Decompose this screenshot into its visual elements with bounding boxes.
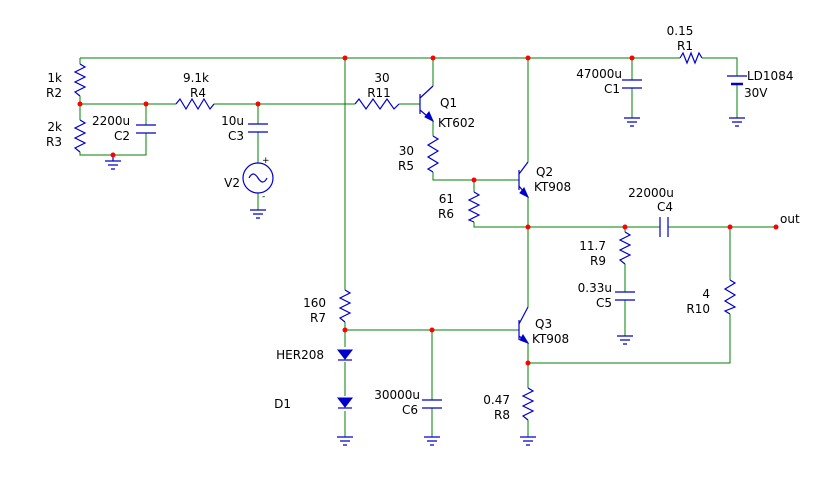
resistor-r5	[426, 135, 440, 173]
c5-ref: C5	[596, 296, 612, 310]
resistor-r9	[618, 231, 632, 265]
r7-value: 160	[303, 296, 326, 310]
resistor-r2	[73, 63, 87, 97]
c5-value: 0.33u	[578, 281, 612, 295]
q2-ref: Q2	[536, 165, 553, 179]
r7-ref: R7	[310, 311, 326, 325]
capacitor-c3	[248, 123, 268, 133]
ground-icon	[337, 436, 353, 446]
r6-value: 61	[439, 192, 454, 206]
wire-q3-base	[345, 329, 519, 437]
d1-ref: D1	[274, 397, 291, 411]
c2-value: 2200u	[92, 114, 130, 128]
wire-q1-emitter	[432, 121, 519, 181]
r9-value: 11.7	[579, 239, 606, 253]
c3-value: 10u	[221, 114, 244, 128]
resistor-r8	[521, 387, 535, 421]
c1-value: 47000u	[576, 67, 622, 81]
r5-ref: R5	[398, 159, 414, 173]
resistor-r6	[467, 191, 481, 223]
transistor-q3	[518, 306, 530, 344]
wires	[79, 57, 776, 437]
resistor-r3	[73, 119, 87, 153]
c4-ref: C4	[657, 200, 673, 214]
wire-top-rail	[80, 57, 738, 76]
resistor-r10	[723, 279, 737, 315]
capacitors	[136, 79, 669, 409]
q2-model: KT908	[534, 180, 571, 194]
resistor-r11	[354, 97, 400, 111]
diode-d1	[336, 349, 354, 409]
r1-ref: R1	[677, 39, 693, 53]
r5-value: 30	[399, 144, 414, 158]
resistor-r4	[175, 97, 215, 111]
r11-ref: R11	[367, 86, 391, 100]
ground-icon	[520, 436, 536, 446]
ground-icon	[624, 117, 640, 127]
c1-ref: C1	[604, 82, 620, 96]
r4-ref: R4	[190, 86, 206, 100]
r4-value: 9.1k	[183, 71, 209, 85]
v2-minus: -	[262, 192, 265, 202]
transistor-q1	[419, 85, 435, 123]
capacitor-c5	[615, 291, 635, 301]
dc-source	[727, 75, 747, 86]
c6-ref: C6	[402, 403, 418, 417]
ground-icon	[250, 209, 266, 219]
ground-icon	[105, 155, 121, 170]
q3-model: KT908	[532, 332, 569, 346]
resistors	[73, 51, 737, 421]
q1-ref: Q1	[440, 96, 457, 110]
c4-value: 22000u	[628, 186, 674, 200]
q1-model: KT602	[438, 116, 475, 130]
labels: 0.15 R1 1k R2 2k R3 2200u C2 9.1k R4 10u…	[46, 24, 800, 422]
capacitor-c4	[659, 217, 669, 237]
transistor-q2	[518, 161, 530, 199]
capacitor-c2	[136, 124, 156, 134]
r3-value: 2k	[47, 120, 62, 134]
r2-value: 1k	[47, 71, 62, 85]
q3-ref: Q3	[535, 317, 552, 331]
v2-ref: V2	[224, 176, 240, 190]
resistor-r7	[338, 289, 352, 323]
capacitor-c6	[422, 399, 442, 409]
r10-ref: R10	[686, 302, 710, 316]
output-label: out	[780, 212, 800, 226]
wire-load-return	[528, 227, 731, 364]
ground-icon	[617, 335, 633, 345]
ground-icon	[729, 117, 745, 127]
source-voltage: 30V	[744, 86, 768, 100]
resistor-r1	[679, 51, 703, 65]
r9-ref: R9	[590, 254, 606, 268]
r2-ref: R2	[46, 86, 62, 100]
d1-model: HER208	[276, 348, 324, 362]
c6-value: 30000u	[374, 388, 420, 402]
c2-ref: C2	[114, 129, 130, 143]
capacitor-c1	[622, 79, 642, 89]
r8-ref: R8	[494, 408, 510, 422]
r11-value: 30	[374, 71, 389, 85]
ground-symbols	[105, 117, 745, 446]
r3-ref: R3	[46, 135, 62, 149]
wire-left-divider	[79, 58, 147, 156]
r8-value: 0.47	[483, 393, 510, 407]
r6-ref: R6	[438, 207, 454, 221]
signal-source-v2	[242, 162, 274, 194]
junction-nodes	[77, 55, 779, 366]
wire-bias-line	[80, 103, 355, 125]
c3-ref: C3	[228, 129, 244, 143]
v2-plus: +	[262, 156, 270, 166]
ground-icon	[424, 436, 440, 446]
r10-value: 4	[702, 287, 710, 301]
source-regulator: LD1084	[747, 69, 793, 83]
r1-value: 0.15	[667, 24, 694, 38]
